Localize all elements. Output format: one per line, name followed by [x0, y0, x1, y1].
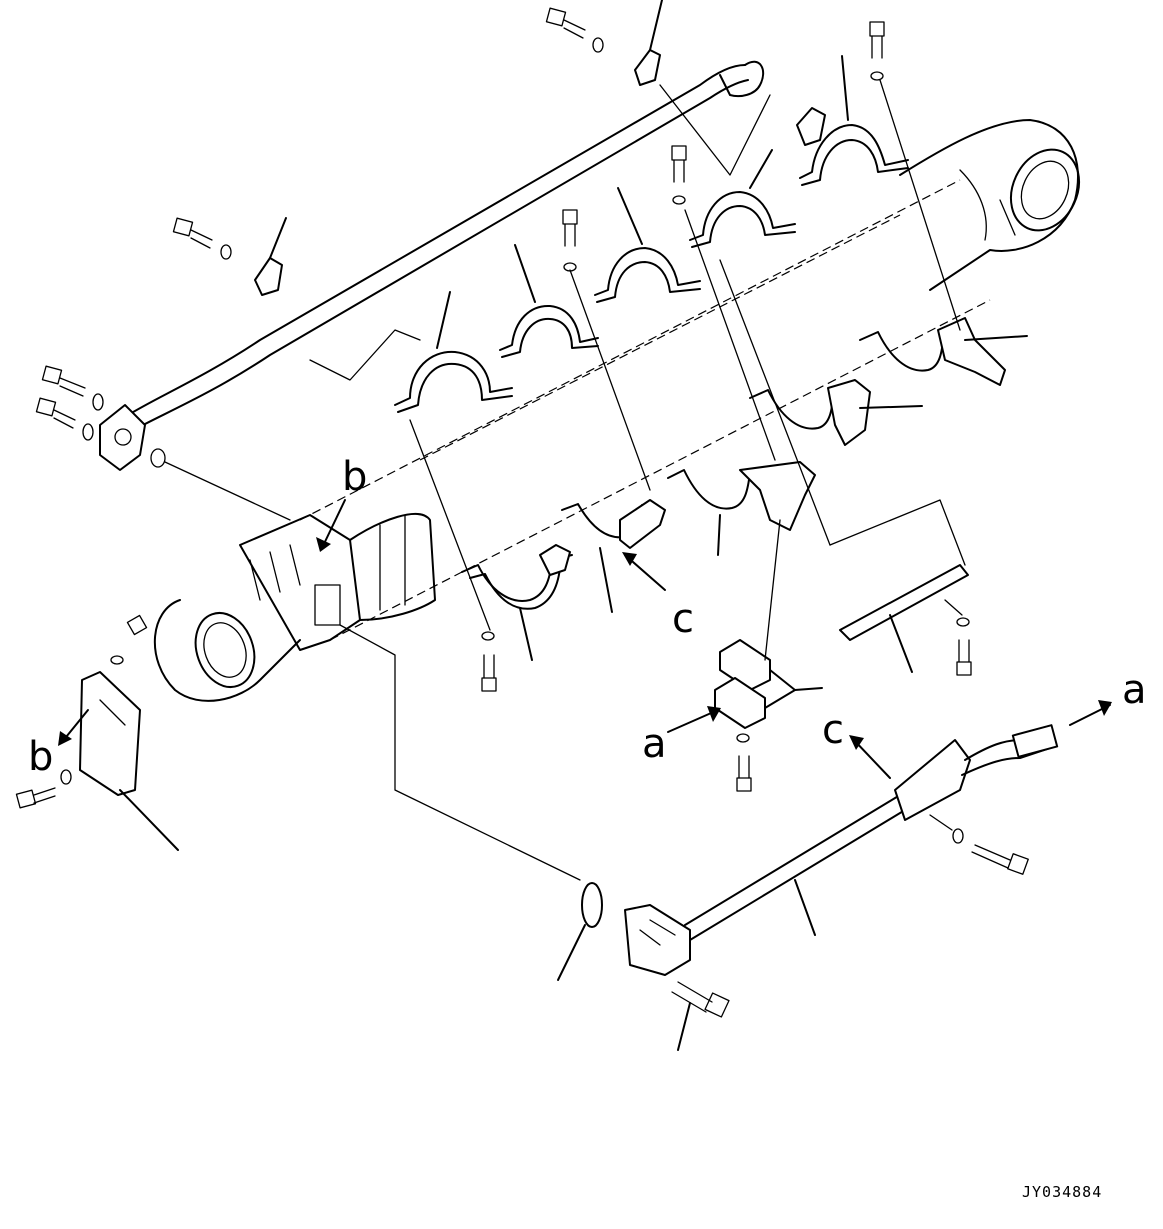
callout-b-top: b: [342, 454, 367, 500]
lower-clamps: [461, 317, 1028, 661]
upper-clamps: [394, 55, 909, 413]
rod-end-eye: [899, 119, 1081, 291]
cylinder-head: [154, 512, 436, 702]
arrow-b-top[interactable]: [316, 499, 346, 552]
callout-c-right: c: [822, 707, 844, 753]
arrow-c-mid[interactable]: [622, 552, 666, 591]
leader-lines: [309, 79, 966, 881]
cylinder-envelope: [299, 179, 991, 641]
o-ring-sensor: [557, 882, 603, 981]
bolts-tube-flange: [35, 365, 104, 441]
clamp-bolts-upper: [562, 21, 885, 272]
bolt-top: [545, 7, 604, 53]
arrow-b-left[interactable]: [58, 709, 89, 746]
callout-a-left: a: [642, 721, 667, 767]
sensor-bolt: [671, 981, 730, 1051]
cover-plate: [839, 564, 969, 673]
callout-c-mid: c: [672, 596, 694, 642]
o-ring-left: [150, 448, 291, 521]
drawing-code: JY034884: [1022, 1183, 1102, 1201]
callout-b-left: b: [28, 734, 53, 780]
arrow-c-right[interactable]: [849, 735, 891, 779]
arrow-a-left[interactable]: [667, 706, 721, 733]
callout-a-right: a: [1122, 667, 1147, 713]
bolt-left-upper: [172, 217, 232, 260]
clamp-bolts-lower: [481, 617, 972, 792]
split-block: [714, 639, 823, 729]
stroke-sensor: [624, 724, 1059, 976]
left-bracket: [15, 614, 179, 851]
upper-tube: [99, 60, 765, 471]
tube-clamp-upper-left: [254, 217, 287, 296]
tube-clamp-upper-right: [634, 0, 663, 86]
arrow-a-right[interactable]: [1069, 700, 1112, 726]
